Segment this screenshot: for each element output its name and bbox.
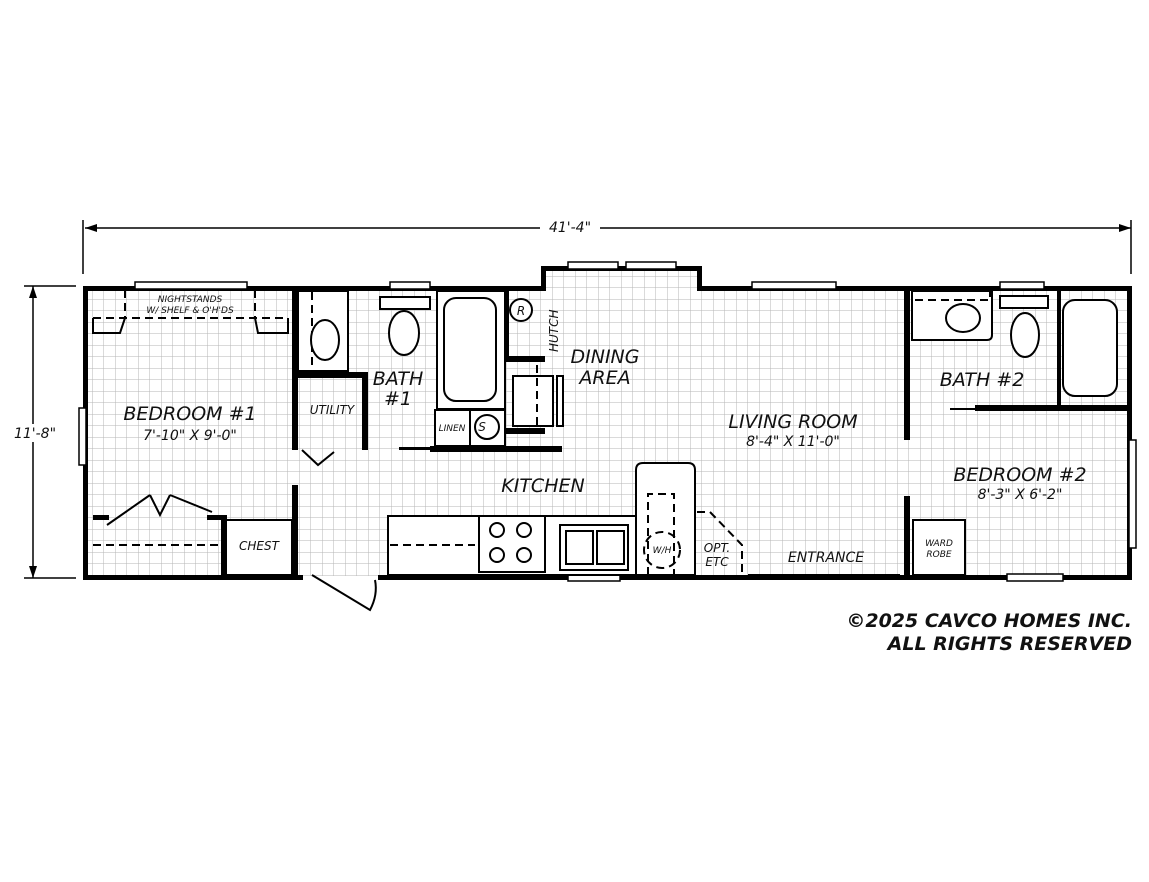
linen-label: LINEN bbox=[439, 424, 466, 434]
nightstands-label-2: W/ SHELF & O'H'DS bbox=[146, 306, 234, 316]
wardrobe-label-2: ROBE bbox=[926, 550, 952, 560]
water-heater-label: W/H bbox=[653, 546, 672, 556]
interior-walls bbox=[93, 290, 1130, 580]
bedroom2-size: 8'-3" X 6'-2" bbox=[978, 487, 1063, 503]
bath2-label: BATH #2 bbox=[940, 369, 1025, 391]
bedroom1-label: BEDROOM #1 bbox=[123, 403, 256, 425]
kitchen-label: KITCHEN bbox=[501, 475, 584, 497]
dining-label-1: DINING bbox=[571, 346, 640, 368]
fixtures bbox=[92, 290, 1118, 612]
width-label: 11'-8" bbox=[14, 426, 56, 442]
utility-label: UTILITY bbox=[310, 403, 356, 417]
living-room-size: 8'-4" X 11'-0" bbox=[746, 434, 840, 450]
refrigerator-symbol: R bbox=[517, 304, 525, 318]
wardrobe-label-1: WARD bbox=[925, 539, 953, 549]
nightstands-label-1: NIGHTSTANDS bbox=[158, 295, 223, 305]
opt-label-1: OPT. bbox=[704, 541, 730, 555]
room-labels: NIGHTSTANDS W/ SHELF & O'H'DS BEDROOM #1… bbox=[123, 295, 1086, 569]
entrance-label: ENTRANCE bbox=[788, 550, 864, 566]
opt-label-2: ETC bbox=[705, 555, 729, 569]
living-room-label: LIVING ROOM bbox=[728, 411, 857, 433]
hutch-label: HUTCH bbox=[547, 309, 561, 352]
copyright: ©2025 CAVCO HOMES INC. ALL RIGHTS RESERV… bbox=[846, 610, 1132, 655]
bedroom2-label: BEDROOM #2 bbox=[953, 464, 1086, 486]
chest-label: CHEST bbox=[239, 539, 281, 553]
chest bbox=[225, 519, 293, 576]
width-dimension: 11'-8" bbox=[10, 285, 76, 579]
sink-symbol: S bbox=[478, 420, 486, 434]
copyright-line-2: ALL RIGHTS RESERVED bbox=[886, 633, 1132, 655]
copyright-line-1: ©2025 CAVCO HOMES INC. bbox=[846, 610, 1132, 632]
bath1-label-1: BATH bbox=[373, 368, 424, 390]
windows bbox=[78, 261, 1137, 582]
bedroom1-size: 7'-10" X 9'-0" bbox=[143, 428, 237, 444]
dining-label-2: AREA bbox=[577, 367, 630, 389]
bath1-label-2: #1 bbox=[384, 388, 412, 410]
length-label: 41'-4" bbox=[549, 220, 591, 236]
length-dimension: 41'-4" bbox=[82, 218, 1132, 274]
